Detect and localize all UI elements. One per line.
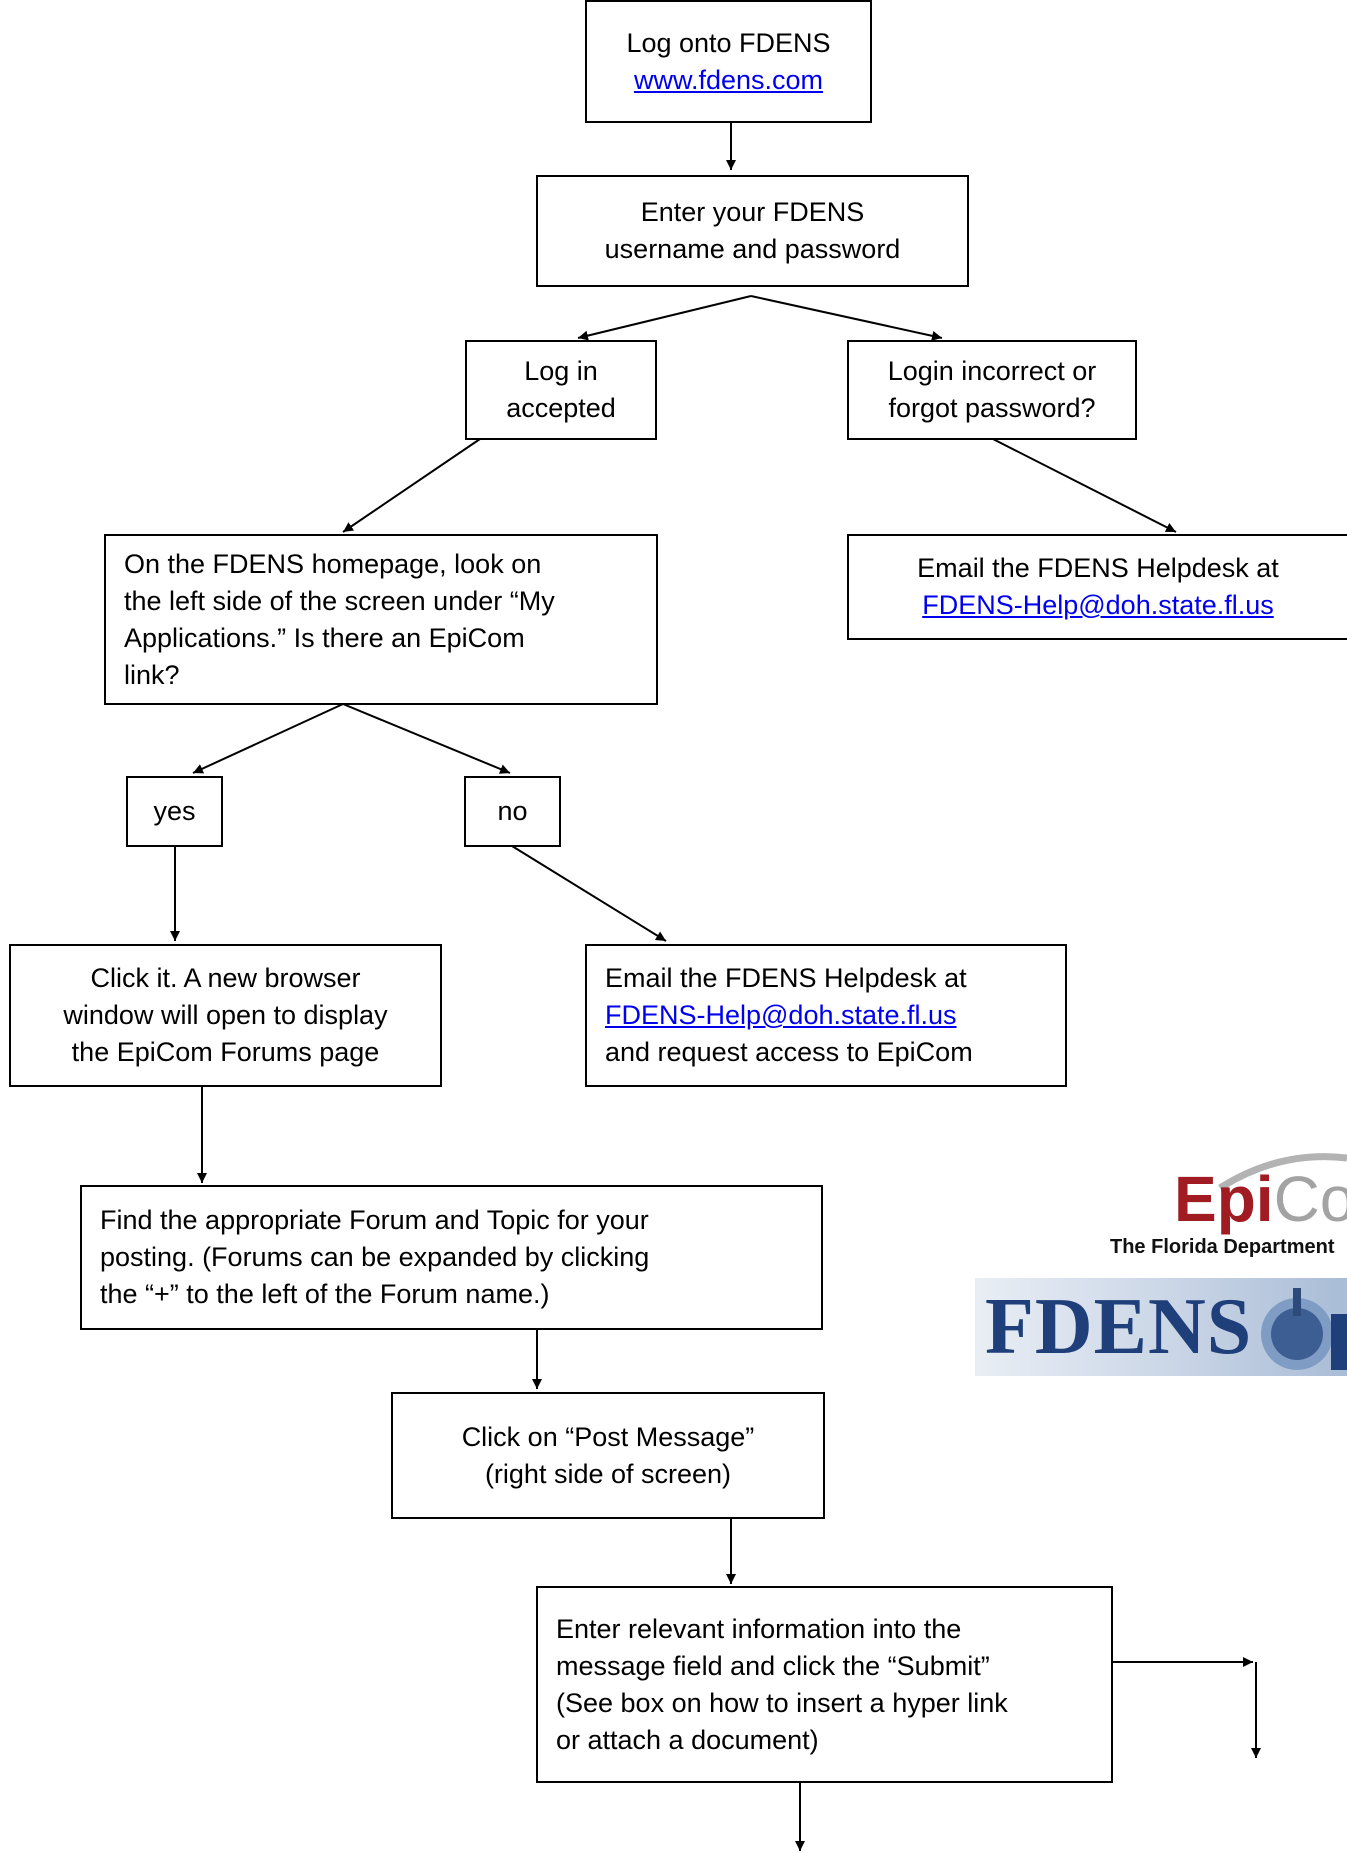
post-message-line-2: (right side of screen) bbox=[484, 1458, 732, 1489]
homepage-line-4: link? bbox=[124, 659, 180, 690]
fdens-logo-text: FDENS bbox=[985, 1283, 1253, 1371]
enter-info-line-1: Enter relevant information into the bbox=[556, 1613, 962, 1644]
login-box: Log onto FDENS www.fdens.com bbox=[585, 0, 872, 123]
login-text: Log onto FDENS bbox=[626, 27, 831, 58]
accepted-line-2: accepted bbox=[506, 393, 616, 423]
click-it-line-1: Click it. A new browser bbox=[90, 963, 361, 993]
click-it-line-2: window will open to display bbox=[63, 1000, 388, 1030]
request-access-email-link[interactable]: FDENS-Help@doh.state.fl.us bbox=[605, 1000, 957, 1030]
enter-info-line-2: message field and click the “Submit” bbox=[556, 1650, 990, 1681]
arrow-no-to-helpdesk-access bbox=[511, 845, 667, 942]
epicom-swoosh-icon bbox=[1218, 1153, 1347, 1190]
click-it-line-3: the EpiCom Forums page bbox=[71, 1037, 380, 1067]
click-it-box: Click it. A new browser window will open… bbox=[9, 944, 442, 1087]
epicom-epi-text: Epi bbox=[1174, 1163, 1274, 1235]
find-forum-box: Find the appropriate Forum and Topic for… bbox=[80, 1185, 823, 1330]
arrow-incorrect-to-helpdesk bbox=[992, 438, 1177, 533]
incorrect-line-2: forgot password? bbox=[888, 393, 1096, 423]
helpdesk-text: Email the FDENS Helpdesk at bbox=[917, 553, 1279, 583]
request-access-box: Email the FDENS Helpdesk at FDENS-Help@d… bbox=[585, 944, 1067, 1087]
arrow-homepage-to-no bbox=[342, 703, 511, 774]
find-forum-line-3: the “+” to the left of the Forum name.) bbox=[100, 1279, 550, 1309]
request-access-line-3: and request access to EpiCom bbox=[605, 1037, 973, 1067]
yes-box: yes bbox=[126, 776, 223, 847]
login-accepted-box: Log in accepted bbox=[465, 340, 657, 440]
enter-info-line-4: or attach a document) bbox=[556, 1724, 819, 1755]
fdens-logo: FDENS bbox=[975, 1278, 1347, 1376]
epicom-logo: EpiCom The Florida Department bbox=[1110, 1150, 1347, 1270]
find-forum-line-1: Find the appropriate Forum and Topic for… bbox=[100, 1205, 649, 1235]
no-label: no bbox=[497, 796, 528, 826]
epicom-com-text: Com bbox=[1273, 1163, 1347, 1235]
yes-label: yes bbox=[153, 796, 196, 826]
enter-info-line-3: (See box on how to insert a hyper link bbox=[556, 1687, 1008, 1718]
homepage-line-3: Applications.” Is there an EpiCom bbox=[124, 622, 525, 653]
credentials-line-1: Enter your FDENS bbox=[640, 197, 865, 227]
satellite-dish-icon bbox=[1261, 1288, 1347, 1370]
arrow-credentials-to-accepted bbox=[577, 295, 752, 341]
find-forum-line-2: posting. (Forums can be expanded by clic… bbox=[100, 1242, 650, 1272]
accepted-line-1: Log in bbox=[524, 356, 598, 386]
login-incorrect-box: Login incorrect or forgot password? bbox=[847, 340, 1137, 440]
incorrect-line-1: Login incorrect or bbox=[887, 356, 1097, 386]
enter-info-box: Enter relevant information into the mess… bbox=[536, 1586, 1113, 1783]
request-access-line-1: Email the FDENS Helpdesk at bbox=[605, 963, 967, 993]
no-box: no bbox=[464, 776, 561, 847]
arrow-credentials-to-incorrect bbox=[750, 295, 943, 341]
credentials-line-2: username and password bbox=[604, 234, 901, 264]
helpdesk-email-box: Email the FDENS Helpdesk at FDENS-Help@d… bbox=[847, 534, 1347, 640]
homepage-question-box: On the FDENS homepage, look on the left … bbox=[104, 534, 658, 705]
fdens-website-link[interactable]: www.fdens.com bbox=[633, 64, 824, 95]
arrow-homepage-to-yes bbox=[192, 703, 344, 774]
post-message-line-1: Click on “Post Message” bbox=[461, 1421, 755, 1452]
epicom-subtitle: The Florida Department bbox=[1110, 1236, 1335, 1258]
post-message-box: Click on “Post Message” (right side of s… bbox=[391, 1392, 825, 1519]
arrow-accepted-to-homepage bbox=[342, 438, 481, 533]
credentials-box: Enter your FDENS username and password bbox=[536, 175, 969, 287]
homepage-line-2: the left side of the screen under “My bbox=[124, 585, 555, 616]
homepage-line-1: On the FDENS homepage, look on bbox=[124, 548, 542, 579]
helpdesk-email-link[interactable]: FDENS-Help@doh.state.fl.us bbox=[922, 590, 1274, 620]
